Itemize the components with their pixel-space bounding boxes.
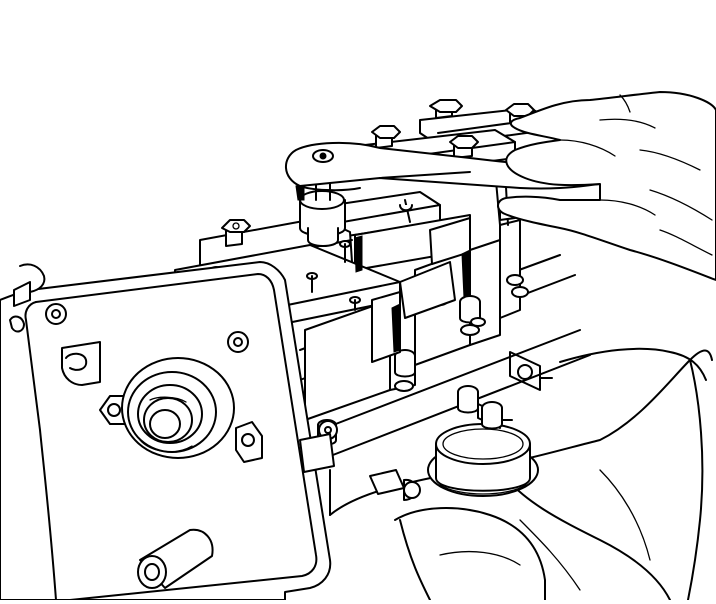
spacer-blocks [371, 217, 471, 363]
lower-stub [137, 528, 214, 589]
hand [497, 91, 716, 281]
oil-filler-cap [427, 423, 539, 497]
shadow-accents [295, 185, 471, 353]
crankshaft-seal [99, 357, 263, 463]
